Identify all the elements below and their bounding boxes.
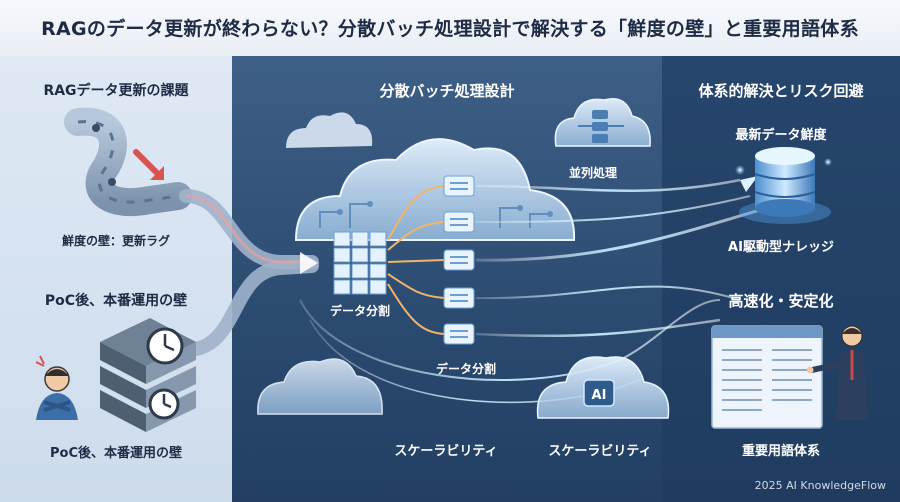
production-wall-label: PoC後、本番運用の壁: [50, 446, 182, 461]
main-cloud-icon: [294, 138, 576, 241]
glossary-label: 重要用語体系: [741, 444, 820, 459]
database-icon: [739, 147, 831, 224]
knowledge-label: AI駆動型ナレッジ: [728, 240, 834, 255]
parallel-processing-cloud-icon: [554, 98, 651, 147]
server-node-icon: [443, 211, 475, 233]
data-stream-lines: [299, 178, 761, 404]
scalability-label: スケーラビリティ: [548, 444, 652, 459]
ai-cloud-icon: [536, 356, 670, 419]
clock-icon: [148, 388, 180, 420]
freshness-label: 最新データ鮮度: [735, 128, 827, 143]
freshness-wall-label: 鮮度の壁：更新ラグ: [61, 234, 170, 248]
clock-icon: [146, 327, 184, 365]
cloud-icon: [257, 358, 383, 415]
sparkle-icon: [824, 158, 832, 166]
speed-label: 高速化・安定化: [728, 292, 834, 310]
cloud-icon: [286, 112, 373, 148]
scalability-label: スケーラビリティ: [394, 444, 498, 459]
server-node-icon: [443, 249, 475, 271]
server-node-icon: [443, 287, 475, 309]
sparkle-icon: [735, 165, 745, 175]
data-block-grid-icon: [333, 231, 387, 295]
presenter-icon: [806, 325, 868, 420]
production-wall-heading: PoC後、本番運用の壁: [44, 293, 188, 309]
ai-badge-label: AI: [592, 388, 607, 403]
server-node-icon: [443, 175, 475, 197]
server-stack-icon: [100, 318, 196, 432]
fan-out-arrows: [387, 185, 445, 335]
data-split-label: データ分割: [435, 362, 496, 376]
server-node-icon: [443, 323, 475, 345]
warning-arrow-icon: [133, 149, 164, 180]
glossary-document-icon: [711, 325, 823, 429]
data-split-label: データ分割: [329, 304, 390, 318]
stream-arrowhead: [740, 176, 758, 192]
middle-heading: 分散バッチ処理設計: [379, 82, 515, 100]
footer-credit: 2025 AI KnowledgeFlow: [754, 479, 886, 492]
data-flow-pipe: [179, 189, 319, 357]
page-title: RAGのデータ更新が終わらない？分散バッチ処理設計で解決する「鮮度の壁」と重要用…: [41, 18, 859, 40]
title-bar: [0, 0, 900, 56]
left-heading: RAGデータ更新の課題: [43, 83, 189, 99]
stressed-worker-icon: [35, 355, 78, 420]
parallel-processing-label: 並列処理: [568, 166, 617, 180]
right-heading: 体系的解決とリスク回避: [698, 82, 864, 100]
twisted-pipe-icon: [64, 107, 192, 217]
